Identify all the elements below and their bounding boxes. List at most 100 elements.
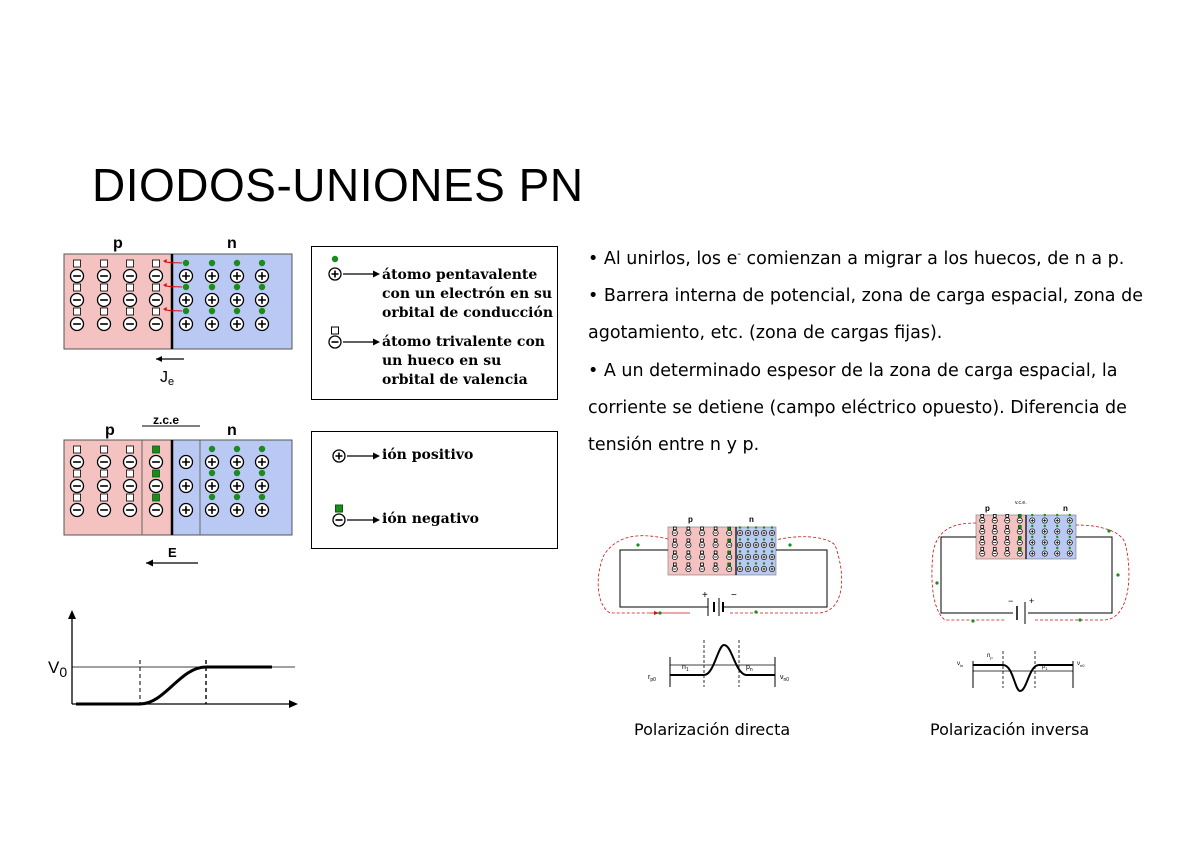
electron-square-icon bbox=[152, 445, 160, 454]
trivalent-label: átomo trivalente con un hueco en su orbi… bbox=[382, 334, 545, 388]
left-label: rp0 bbox=[648, 674, 656, 683]
plus-sign: + bbox=[702, 590, 708, 601]
electron-dot-icon bbox=[331, 255, 339, 263]
n-region-label: n bbox=[227, 235, 237, 252]
positive-atom-icon bbox=[769, 530, 775, 536]
hole-square-icon bbox=[73, 307, 81, 316]
bullet-2: • Barrera interna de potencial, zona de … bbox=[588, 286, 1143, 344]
atom-grid bbox=[671, 526, 775, 572]
hole-square-icon bbox=[980, 525, 985, 529]
hole-square-icon bbox=[727, 550, 732, 555]
positive-atom-icon bbox=[1054, 539, 1061, 546]
electron-dot bbox=[754, 538, 758, 541]
positive-atom-icon bbox=[229, 478, 245, 494]
legend-symbols bbox=[328, 255, 380, 349]
positive-atom-icon bbox=[1041, 539, 1048, 546]
electron-dot bbox=[762, 538, 766, 541]
hole-square-icon bbox=[73, 445, 81, 454]
hole-square-icon bbox=[713, 538, 718, 543]
hole-square-icon bbox=[1005, 547, 1010, 551]
positive-atom-icon bbox=[178, 292, 194, 308]
negative-atom-icon bbox=[96, 316, 112, 332]
positive-atom-icon bbox=[1054, 517, 1061, 524]
electron-dot bbox=[1056, 535, 1059, 539]
electron-dot bbox=[208, 259, 216, 267]
positive-atom-icon bbox=[761, 554, 767, 560]
negative-atom-icon bbox=[726, 554, 733, 560]
hole-square-icon bbox=[1005, 514, 1010, 518]
electron-dot bbox=[746, 562, 750, 565]
hole-square-icon bbox=[980, 536, 985, 540]
circuit-wire bbox=[619, 549, 828, 608]
electron-dot bbox=[770, 550, 774, 553]
positive-ion-label: ión positivo bbox=[382, 447, 474, 463]
hole-square-icon bbox=[992, 547, 997, 551]
electron-flow-path bbox=[1035, 524, 1130, 621]
electron-dot bbox=[182, 283, 190, 291]
negative-atom-icon bbox=[712, 542, 719, 548]
positive-atom-icon bbox=[254, 268, 270, 284]
hole-square-icon bbox=[1005, 536, 1010, 540]
electron-dot bbox=[1043, 513, 1046, 517]
hole-square-icon bbox=[126, 259, 134, 268]
negative-atom-icon bbox=[122, 292, 138, 308]
electron-dot bbox=[762, 526, 766, 529]
field-arrowhead bbox=[146, 559, 153, 567]
positive-atom-icon bbox=[1066, 517, 1073, 524]
negative-ion-label: ión negativo bbox=[382, 511, 479, 527]
positive-atom-icon bbox=[737, 542, 743, 548]
electron-dot bbox=[746, 526, 750, 529]
negative-atom-icon bbox=[96, 292, 112, 308]
electron-dot bbox=[1068, 535, 1071, 539]
negative-atom-icon bbox=[1004, 539, 1011, 546]
negative-atom-icon bbox=[991, 539, 998, 546]
electron-dot bbox=[1031, 513, 1034, 517]
p-label: p bbox=[985, 504, 990, 513]
hole-square-icon bbox=[100, 283, 108, 292]
negative-atom-icon bbox=[96, 502, 112, 518]
plus-sign: + bbox=[1029, 596, 1034, 606]
hole-square-icon bbox=[980, 547, 985, 551]
negative-atom-icon bbox=[96, 268, 112, 284]
depletion-diagram: z.c.e p n E bbox=[63, 413, 293, 567]
electron-dot bbox=[258, 283, 266, 291]
hole-square-icon bbox=[126, 307, 134, 316]
bullet-1: • Al unirlos, los e- comienzan a migrar … bbox=[588, 248, 1125, 269]
negative-atom-icon bbox=[1016, 539, 1023, 546]
minus-sign: − bbox=[1008, 596, 1013, 606]
electron-square-icon bbox=[335, 504, 343, 513]
hole-square-icon bbox=[980, 514, 985, 518]
electron-dot bbox=[1031, 524, 1034, 528]
electron-dot bbox=[258, 259, 266, 267]
minus-sign: − bbox=[731, 590, 737, 601]
electron-dot bbox=[182, 259, 190, 267]
hole-square-icon bbox=[700, 526, 704, 531]
negative-atom-icon bbox=[671, 530, 678, 536]
electron-dot bbox=[1043, 524, 1046, 528]
pentavalent-label: átomo pentavalente con un electrón en su… bbox=[382, 267, 554, 321]
positive-atom-icon bbox=[745, 566, 751, 572]
positive-atom-icon bbox=[1054, 550, 1061, 557]
positive-atom-icon bbox=[229, 502, 245, 518]
negative-atom-icon bbox=[122, 316, 138, 332]
reverse-caption: Polarización inversa bbox=[930, 720, 1090, 739]
hole-square-icon bbox=[686, 538, 691, 543]
hole-square-icon bbox=[727, 562, 732, 567]
electron-dot bbox=[770, 526, 774, 529]
negative-atom-icon bbox=[96, 454, 112, 470]
electron-dot bbox=[1068, 513, 1071, 517]
hole-square-icon bbox=[1017, 547, 1022, 551]
electron-dot bbox=[208, 469, 216, 477]
hole-square-icon bbox=[152, 259, 160, 268]
legend-symbols bbox=[332, 449, 380, 527]
electron-dot bbox=[762, 550, 766, 553]
negative-atom-icon bbox=[685, 566, 692, 572]
negative-atom-icon bbox=[712, 554, 719, 560]
hole-square-icon bbox=[673, 550, 677, 555]
positive-atom-icon bbox=[229, 292, 245, 308]
positive-atom-icon bbox=[761, 566, 767, 572]
negative-atom-icon bbox=[122, 502, 138, 518]
y-axis-arrowhead bbox=[68, 610, 76, 619]
hole-square-icon bbox=[331, 326, 339, 335]
hole-square-icon bbox=[992, 514, 997, 518]
